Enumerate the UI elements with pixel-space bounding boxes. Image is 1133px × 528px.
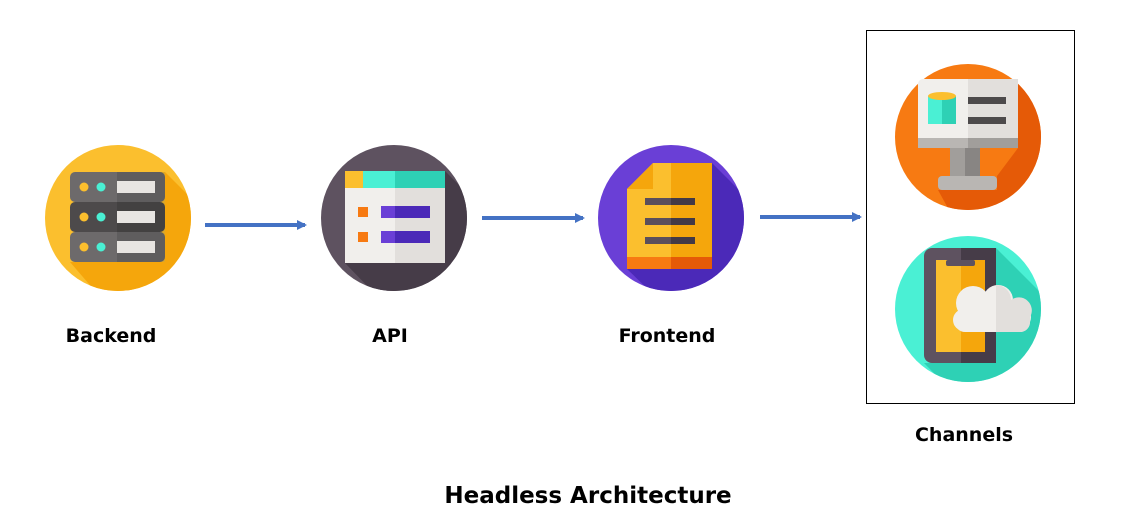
api-window-icon (321, 145, 467, 291)
api-label: API (372, 325, 408, 347)
backend-label: Backend (66, 325, 157, 347)
monitor-icon (895, 64, 1041, 210)
frontend-node: Frontend (598, 145, 744, 347)
server-icon (45, 145, 191, 291)
channels-box (866, 30, 1075, 404)
channels-node: Channels (866, 30, 1075, 446)
document-icon (598, 145, 744, 291)
backend-node: Backend (45, 145, 191, 347)
smartphone-cloud-icon (895, 236, 1041, 382)
diagram-title: Headless Architecture (444, 483, 731, 509)
api-node: API (321, 145, 467, 347)
channels-label: Channels (915, 424, 1013, 446)
frontend-label: Frontend (619, 325, 716, 347)
